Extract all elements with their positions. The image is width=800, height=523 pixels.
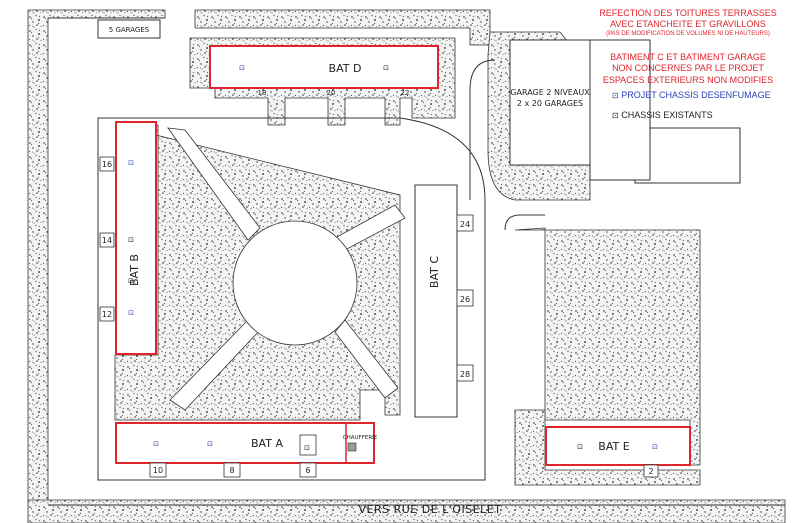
bat-c-entry-box: [456, 364, 474, 382]
new-chassis-marker: ⊡: [239, 64, 245, 72]
garage-annex: [589, 39, 651, 181]
new-chassis-legend-icon: ⊡: [612, 91, 619, 100]
bat-c-entry-number: 28: [460, 370, 470, 379]
existing-chassis-marker: ⊡: [304, 444, 310, 452]
road-east-curb: [504, 214, 545, 231]
bat-c-entry-box: [456, 214, 474, 232]
new-chassis-marker: ⊡: [207, 440, 213, 448]
existing-chassis-legend-label: CHASSIS EXISTANTS: [621, 110, 713, 120]
gravel-top-strip: [194, 9, 491, 46]
bat-c: BAT C 24 26 28: [414, 184, 474, 418]
bat-a-entry-box: [149, 462, 167, 478]
roof-works-line1: REFECTION DES TOITURES TERRASSES: [599, 8, 777, 18]
path-nw: [167, 127, 261, 241]
gravel-street-strip: [27, 499, 786, 523]
bat-a-entry-box: [299, 462, 317, 478]
excluded-line1: BATIMENT C ET BATIMENT GARAGE: [610, 52, 766, 62]
bat-b-entry-box: [99, 306, 115, 322]
gravel-south-east: [514, 409, 701, 486]
central-roundabout: [232, 220, 358, 346]
legend-existing-chassis: ⊡ CHASSIS EXISTANTS: [612, 110, 713, 121]
excluded-note: BATIMENT C ET BATIMENT GARAGE NON CONCER…: [588, 52, 788, 86]
bat-d-entry-number: 18: [258, 89, 267, 97]
bat-e-label: BAT E: [598, 440, 629, 453]
gravel-east-zone: [514, 227, 701, 466]
excluded-line3: ESPACES EXTERIEURS NON MODIFIES: [602, 74, 774, 85]
path-se: [334, 319, 399, 399]
garage-block-line1: GARAGE 2 NIVEAUX: [510, 88, 590, 97]
excluded-line2: NON CONCERNES PAR LE PROJET: [612, 63, 764, 74]
bat-c-label: BAT C: [428, 256, 441, 288]
bat-b-label: BAT B: [128, 254, 141, 286]
bat-a-entry-number: 6: [305, 466, 310, 475]
new-chassis-marker: ⊡: [128, 159, 134, 167]
tennis-rect: [634, 127, 741, 184]
chaufferie-vent: [347, 442, 357, 452]
road-west-edge: [48, 17, 785, 506]
bat-b-entry-box: [99, 232, 115, 248]
bat-b-entry-number: 16: [102, 160, 112, 169]
bat-a: BAT A ⊡ ⊡ ⊡ CHAUFFERIE 10 8 6: [115, 422, 378, 478]
bat-d-entry-number: 20: [327, 89, 336, 97]
bat-b: BAT B ⊡ ⊡ ⊡ ⊡ 16 14 12: [99, 121, 157, 355]
street-label: VERS RUE DE L'OISELET: [359, 503, 502, 516]
garage-block: GARAGE 2 NIVEAUX 2 x 20 GARAGES: [509, 39, 651, 181]
bat-a-entry-number: 10: [153, 466, 163, 475]
small-garages: 5 GARAGES: [97, 19, 161, 39]
new-chassis-marker: ⊡: [652, 443, 658, 451]
bat-a-label: BAT A: [251, 437, 283, 450]
bat-c-entry-box: [456, 289, 474, 307]
bat-a-entry-number: 8: [229, 466, 234, 475]
bat-a-stair-box: [299, 434, 317, 456]
road-outlines: [48, 17, 785, 506]
existing-chassis-marker: ⊡: [383, 64, 389, 72]
bat-b-entry-number: 12: [102, 310, 112, 319]
bat-d: BAT D ⊡ ⊡ 18 20 22: [209, 45, 439, 97]
bat-b-entry-box: [99, 156, 115, 172]
existing-chassis-marker: ⊡: [577, 443, 583, 451]
roof-works-note: REFECTION DES TOITURES TERRASSES AVEC ET…: [588, 8, 788, 38]
legend-new-chassis: ⊡ PROJET CHASSIS DESENFUMAGE: [612, 90, 771, 101]
bat-c-entry-number: 24: [460, 220, 470, 229]
road-garage-curb: [469, 59, 496, 200]
roof-works-line3: (PAS DE MODIFICATION DE VOLUMES NI DE HA…: [606, 30, 770, 37]
new-chassis-marker: ⊡: [153, 440, 159, 448]
existing-chassis-marker: ⊡: [128, 236, 134, 244]
chaufferie-label: CHAUFFERIE: [343, 435, 378, 441]
bat-d-label: BAT D: [329, 62, 362, 75]
bat-e-entry-number: 2: [648, 467, 653, 476]
bat-d-entry-number: 22: [401, 89, 410, 97]
existing-chassis-legend-icon: ⊡: [612, 111, 619, 120]
bat-e-entry-box: [643, 464, 659, 478]
court-paths: [167, 127, 406, 411]
new-chassis-legend-label: PROJET CHASSIS DESENFUMAGE: [621, 90, 771, 100]
bat-e: BAT E ⊡ ⊡ 2: [545, 426, 691, 478]
bat-b-entry-number: 14: [102, 236, 112, 245]
new-chassis-marker: ⊡: [128, 309, 134, 317]
existing-chassis-marker: ⊡: [128, 277, 134, 285]
roof-works-line2: AVEC ETANCHEITE ET GRAVILLONS: [610, 19, 766, 30]
garage-block-line2: 2 x 20 GARAGES: [517, 99, 583, 108]
bat-c-entry-number: 26: [460, 295, 470, 304]
small-garages-label: 5 GARAGES: [109, 26, 150, 34]
bat-a-entry-box: [223, 462, 241, 478]
